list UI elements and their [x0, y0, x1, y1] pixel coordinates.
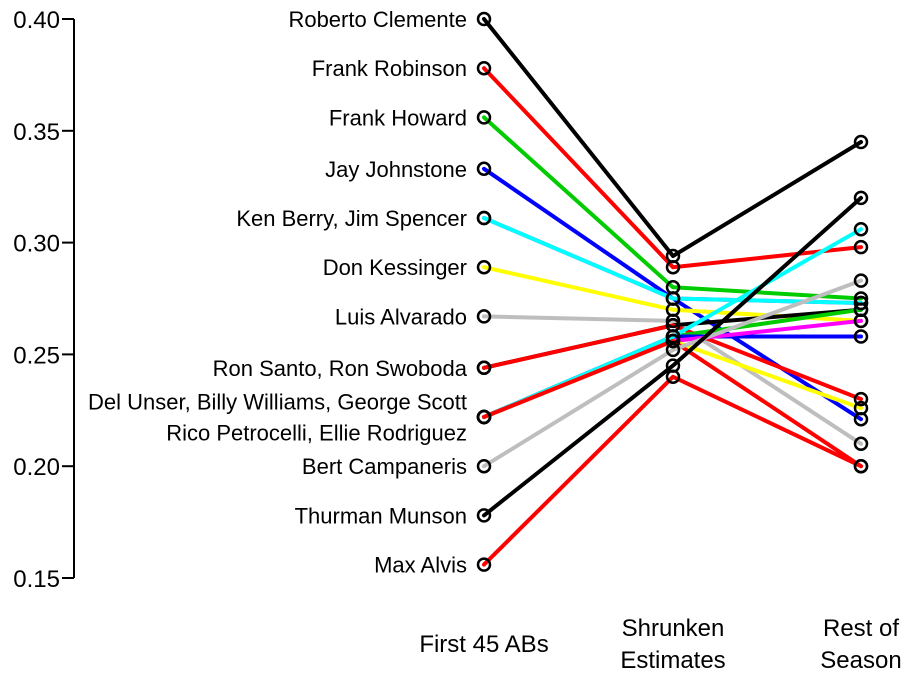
data-point [853, 134, 869, 150]
y-tick-label: 0.20 [13, 454, 60, 481]
y-tick-label: 0.15 [13, 566, 60, 593]
series-line [482, 374, 863, 567]
series-line [482, 216, 863, 305]
series-line [482, 339, 863, 469]
series-line [482, 115, 863, 301]
data-point [665, 329, 681, 344]
data-point [853, 190, 869, 206]
series-line [482, 314, 863, 446]
data-point [665, 313, 681, 329]
data-point [853, 458, 869, 474]
player-label: Ken Berry, Jim Spencer [236, 206, 467, 231]
data-point [853, 436, 869, 452]
data-point [853, 391, 869, 407]
data-point [665, 369, 681, 385]
y-tick-label: 0.30 [13, 231, 60, 258]
y-tick-label: 0.40 [13, 7, 60, 34]
column-label: Season [820, 647, 901, 674]
series-line [482, 17, 863, 258]
player-label: Don Kessinger [323, 255, 467, 280]
y-axis: 0.15 0.20 0.25 0.30 0.35 0.40 [13, 7, 75, 593]
data-point [853, 221, 869, 237]
data-point [853, 329, 869, 344]
data-point [853, 273, 869, 288]
player-label: Max Alvis [374, 553, 467, 578]
player-label: Thurman Munson [295, 503, 467, 528]
player-label: Rico Petrocelli, Ellie Rodriguez [166, 421, 467, 446]
data-point [853, 295, 869, 311]
series-line [482, 323, 863, 402]
data-point [665, 342, 681, 358]
y-tick-label: 0.35 [13, 119, 60, 146]
data-point [476, 557, 492, 572]
data-point [853, 239, 869, 255]
data-point [665, 259, 681, 275]
data-point [476, 259, 492, 275]
player-label: Bert Campaneris [302, 454, 467, 479]
column-label: First 45 ABs [419, 631, 548, 658]
player-label: Ron Santo, Ron Swoboda [213, 356, 468, 381]
series-line [482, 278, 863, 469]
data-point [476, 458, 492, 474]
column-label: Rest of [823, 615, 899, 642]
data-point [476, 409, 492, 425]
player-label: Roberto Clemente [288, 7, 467, 32]
data-point [476, 508, 492, 523]
data-point [476, 360, 492, 376]
series-line [482, 195, 863, 518]
player-label: Jay Johnstone [325, 157, 467, 182]
player-label: Frank Howard [329, 105, 467, 130]
data-point [665, 333, 681, 349]
column-label: Estimates [620, 647, 725, 674]
data-point [476, 60, 492, 76]
player-label: Luis Alvarado [335, 304, 467, 329]
y-tick-label: 0.25 [13, 342, 60, 369]
data-point [476, 110, 492, 125]
series-lines [482, 17, 863, 567]
data-point [476, 161, 492, 177]
data-point [476, 11, 492, 27]
data-points [476, 11, 869, 572]
player-label: Frank Robinson [312, 56, 467, 81]
data-point [853, 400, 869, 416]
data-point [853, 313, 869, 329]
data-point [476, 309, 492, 324]
player-label: Del Unser, Billy Williams, George Scott [88, 389, 467, 414]
data-point [476, 210, 492, 226]
column-label: Shrunken [622, 615, 725, 642]
